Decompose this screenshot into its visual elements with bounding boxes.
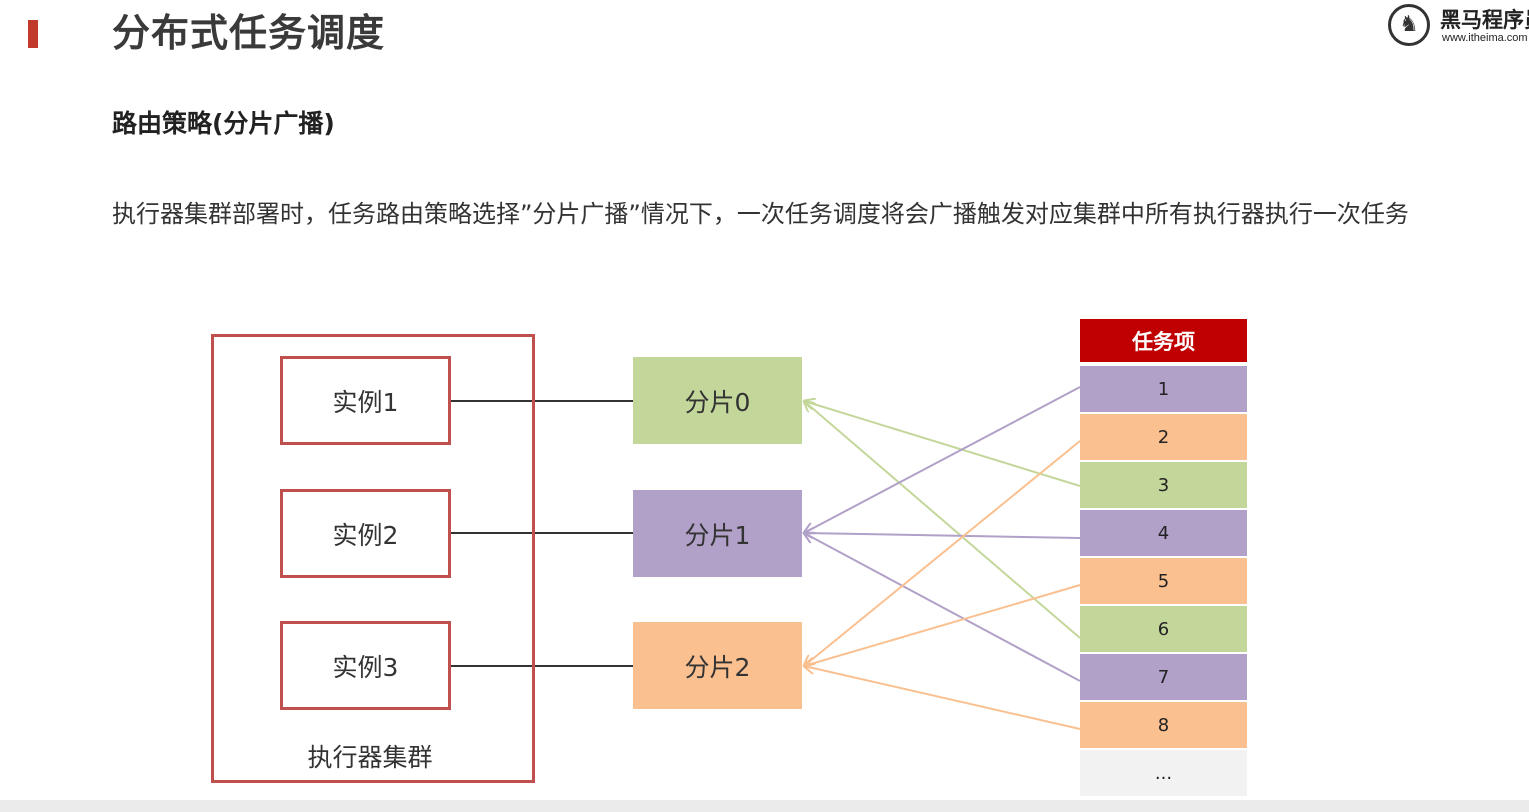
task4-to-shard1-arrow — [804, 533, 1081, 538]
task1-to-shard1-arrow — [804, 386, 1081, 533]
brand-logo: ♞ 黑马程序员 www.itheima.com — [1388, 2, 1529, 50]
page-title: 分布式任务调度 — [112, 11, 386, 55]
task5-to-shard2-arrow — [804, 584, 1081, 666]
task-items-header: 任务项 — [1080, 319, 1247, 362]
cluster-label: 执行器集群 — [307, 743, 433, 772]
logo-url: www.itheima.com — [1442, 32, 1528, 44]
task-item-ellipsis: ... — [1080, 750, 1247, 796]
instance-1-box: 实例1 — [280, 356, 451, 445]
section-heading: 路由策略(分片广播) — [112, 109, 335, 138]
instance-3-box: 实例3 — [280, 621, 451, 710]
task-item: 6 — [1080, 606, 1247, 652]
task-item: 3 — [1080, 462, 1247, 508]
task-item: 1 — [1080, 366, 1247, 412]
task8-to-shard2-arrow — [804, 666, 1081, 730]
shard-1-box: 分片1 — [633, 490, 802, 577]
task3-to-shard0-arrow — [804, 401, 1081, 487]
executor-cluster-box — [211, 334, 535, 783]
shard-0-box: 分片0 — [633, 357, 802, 444]
shard-2-box: 分片2 — [633, 622, 802, 709]
task-item: 4 — [1080, 510, 1247, 556]
logo-name: 黑马程序员 — [1440, 8, 1529, 32]
task6-to-shard0-arrow — [804, 401, 1081, 639]
bottom-strip — [0, 800, 1529, 812]
task7-to-shard1-arrow — [804, 533, 1081, 682]
instance-2-box: 实例2 — [280, 489, 451, 578]
description-text: 执行器集群部署时，任务路由策略选择”分片广播”情况下，一次任务调度将会广播触发对… — [112, 200, 1409, 228]
task-item: 5 — [1080, 558, 1247, 604]
task-item: 2 — [1080, 414, 1247, 460]
horse-logo-icon: ♞ — [1388, 4, 1430, 46]
title-accent-bar — [28, 20, 38, 48]
task-item: 7 — [1080, 654, 1247, 700]
task-item: 8 — [1080, 702, 1247, 748]
task2-to-shard2-arrow — [804, 440, 1081, 666]
